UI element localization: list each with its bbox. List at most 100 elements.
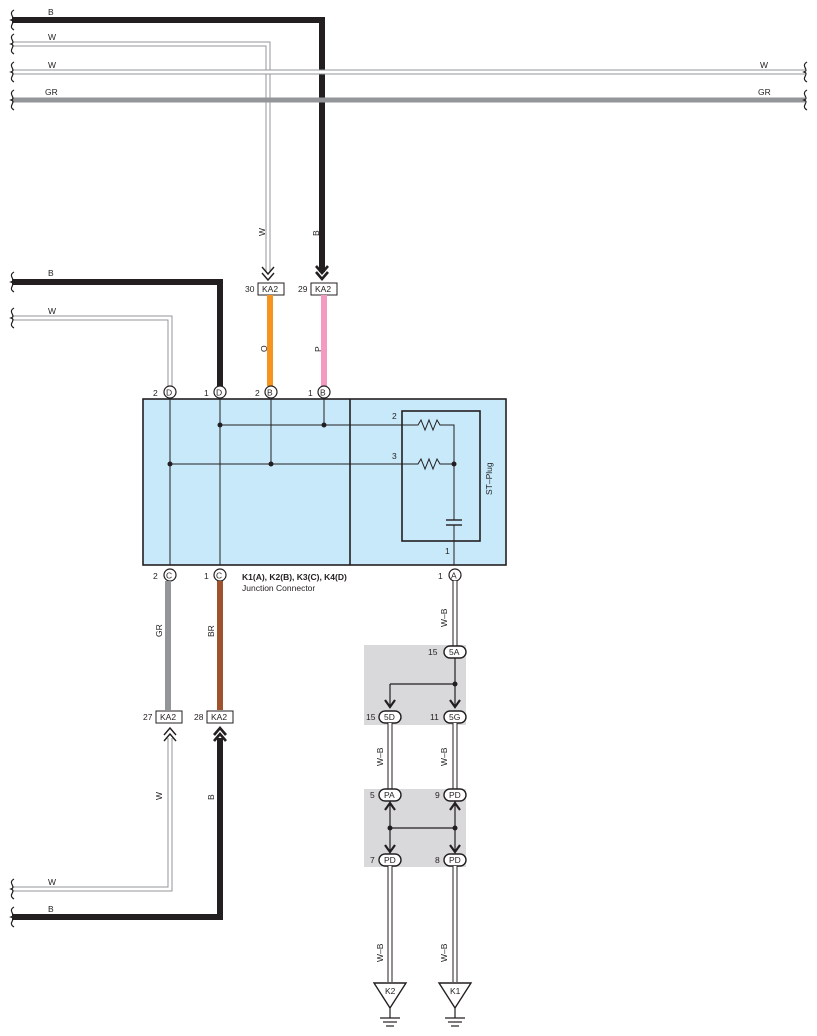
label-mid-w: W	[48, 306, 56, 316]
svg-text:30: 30	[245, 284, 255, 294]
svg-text:B: B	[267, 388, 273, 398]
label-bot-w: W	[48, 877, 56, 887]
pin-bot-2C: 2 C	[153, 568, 177, 582]
svg-text:7: 7	[370, 855, 375, 865]
junction-connector-name: Junction Connector	[242, 583, 315, 593]
svg-text:1: 1	[445, 546, 450, 556]
label-top-gr-right: GR	[758, 87, 771, 97]
splice-PD-7: 7 PD	[370, 853, 402, 867]
svg-text:1: 1	[204, 388, 209, 398]
wire-b-top	[12, 17, 325, 272]
ground-tree: W–B 15 5A 15 5D 11 5G W–B W–B	[364, 581, 473, 1027]
svg-text:15: 15	[428, 647, 438, 657]
svg-text:3: 3	[392, 451, 397, 461]
svg-text:PD: PD	[449, 790, 461, 800]
label-b-low: B	[206, 794, 216, 800]
svg-text:29: 29	[298, 284, 308, 294]
svg-text:28: 28	[194, 712, 204, 722]
svg-text:K1: K1	[450, 986, 461, 996]
connector-ka2-28: 28 KA2	[194, 710, 234, 724]
pin-top-2D: 2 D	[153, 385, 177, 399]
label-down-w: W	[257, 228, 267, 236]
splice-PD-9: 9 PD	[435, 788, 467, 802]
svg-text:15: 15	[366, 712, 376, 722]
svg-text:2: 2	[392, 411, 397, 421]
label-br: BR	[206, 625, 216, 637]
svg-text:1: 1	[204, 571, 209, 581]
ground-k2: K2	[372, 982, 408, 1027]
connector-ka2-30: 30 KA2	[245, 282, 285, 296]
svg-text:1: 1	[308, 388, 313, 398]
svg-text:11: 11	[430, 712, 439, 722]
label-mid-b: B	[48, 268, 54, 278]
svg-text:5: 5	[370, 790, 375, 800]
connector-ka2-29: 29 KA2	[298, 282, 338, 296]
svg-text:2: 2	[153, 571, 158, 581]
label-w-low: W	[154, 792, 164, 800]
svg-text:PD: PD	[449, 855, 461, 865]
svg-text:KA2: KA2	[211, 712, 227, 722]
svg-text:1: 1	[438, 571, 443, 581]
svg-text:KA2: KA2	[315, 284, 331, 294]
pin-bot-1C: 1 C	[204, 568, 227, 582]
svg-text:PD: PD	[384, 855, 396, 865]
label-wb-5g: W–B	[439, 747, 449, 766]
svg-text:KA2: KA2	[160, 712, 176, 722]
svg-text:5D: 5D	[384, 712, 395, 722]
svg-text:B: B	[320, 388, 326, 398]
svg-text:K2: K2	[385, 986, 396, 996]
label-top-b: B	[48, 7, 54, 17]
svg-text:5A: 5A	[449, 647, 460, 657]
svg-text:KA2: KA2	[262, 284, 278, 294]
label-wb-a: W–B	[439, 608, 449, 627]
label-o: O	[259, 345, 269, 352]
label-top-gr: GR	[45, 87, 58, 97]
svg-text:2: 2	[153, 388, 158, 398]
wire-b-low	[12, 738, 223, 920]
splice-PD-8: 8 PD	[435, 853, 467, 867]
svg-text:2: 2	[255, 388, 260, 398]
label-top-w: W	[48, 32, 56, 42]
connector-ka2-27: 27 KA2	[143, 710, 183, 724]
svg-text:A: A	[451, 571, 457, 581]
label-p: P	[313, 346, 323, 352]
splice-5A: 15 5A	[428, 645, 467, 659]
svg-text:D: D	[216, 388, 222, 398]
label-wb-5d: W–B	[375, 747, 385, 766]
label-wb-k2: W–B	[375, 943, 385, 962]
label-top-w2-right: W	[760, 60, 768, 70]
pin-top-1D: 1 D	[204, 385, 227, 399]
svg-text:27: 27	[143, 712, 153, 722]
svg-text:5G: 5G	[449, 712, 460, 722]
resistor-icon	[414, 457, 454, 471]
pin-top-1B: 1 B	[308, 385, 331, 399]
st-plug-label: ST–Plug	[484, 462, 494, 495]
label-down-b: B	[311, 230, 321, 236]
pin-bot-1A: 1 A	[438, 568, 462, 582]
resistor-icon	[414, 418, 455, 520]
wire-w-top	[12, 41, 271, 272]
label-wb-k1: W–B	[439, 943, 449, 962]
pin-top-2B: 2 B	[255, 385, 278, 399]
ground-k1: K1	[437, 982, 473, 1027]
svg-text:D: D	[166, 388, 172, 398]
svg-text:C: C	[216, 571, 222, 581]
svg-text:9: 9	[435, 790, 440, 800]
wire-b-mid	[12, 279, 223, 386]
wire-w-low	[12, 738, 173, 892]
wire-w-mid	[12, 315, 173, 386]
ka2-chevrons-top	[261, 265, 329, 282]
junction-connector-box: 2 3 1 ST–Plug	[142, 398, 507, 566]
svg-text:8: 8	[435, 855, 440, 865]
top-harness: B W W W GR GR W B	[10, 7, 808, 272]
splice-5G: 11 5G	[430, 710, 467, 724]
label-bot-b: B	[48, 904, 54, 914]
svg-text:C: C	[166, 571, 172, 581]
label-top-w2: W	[48, 60, 56, 70]
svg-text:PA: PA	[384, 790, 395, 800]
junction-connector-codes: K1(A), K2(B), K3(C), K4(D)	[242, 572, 347, 582]
label-gr: GR	[154, 624, 164, 637]
st-plug: 2 3 1 ST–Plug	[392, 410, 494, 565]
splice-PA: 5 PA	[370, 788, 402, 802]
